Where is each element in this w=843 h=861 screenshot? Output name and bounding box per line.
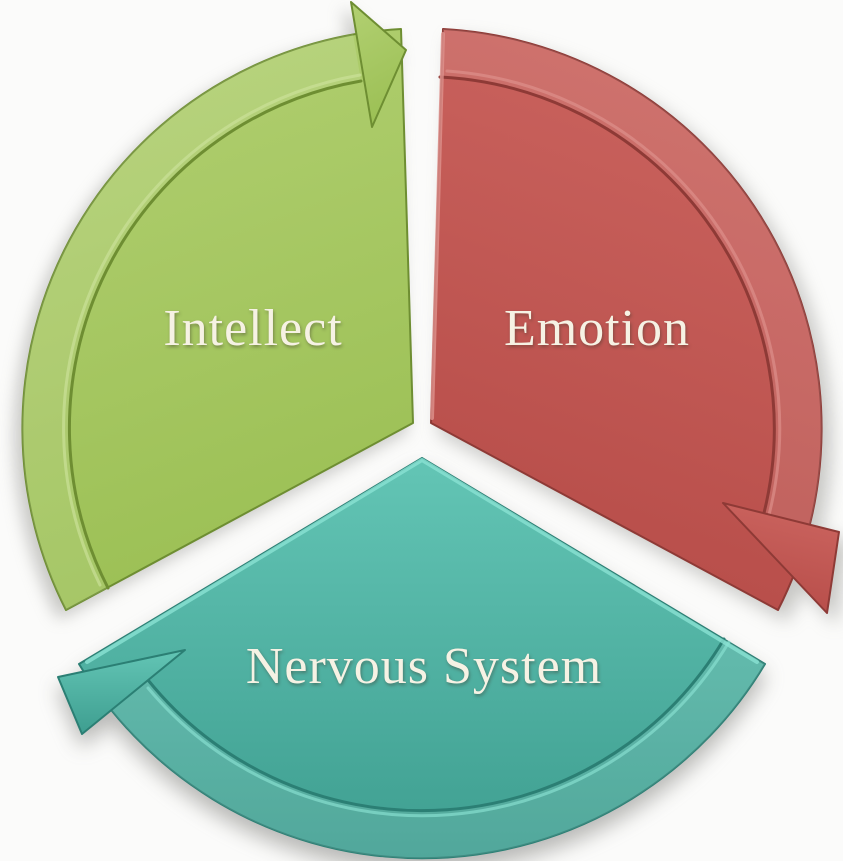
emotion-wedge bbox=[430, 28, 823, 611]
emotion-band-line bbox=[438, 75, 776, 515]
nervous-system-band-highlight bbox=[146, 640, 731, 818]
intellect-rim-band bbox=[22, 34, 361, 610]
emotion-label: Emotion bbox=[504, 300, 690, 357]
nervous-system-label: Nervous System bbox=[246, 638, 602, 695]
nervous-system-band-line bbox=[146, 637, 726, 813]
emotion-band-highlight bbox=[445, 69, 782, 517]
intellect-band-line bbox=[67, 79, 363, 590]
nervous-system-apex-highlight bbox=[85, 458, 759, 664]
intellect-band-highlight bbox=[62, 73, 362, 587]
emotion-arrowhead-icon bbox=[722, 502, 840, 614]
nervous-system-wedge bbox=[78, 457, 766, 860]
segment-nervous-system: Nervous System bbox=[57, 457, 766, 860]
intellect-wedge bbox=[21, 28, 414, 611]
nervous-system-arrowhead-icon bbox=[57, 649, 186, 735]
segment-emotion: Emotion bbox=[430, 28, 840, 614]
segment-intellect: Intellect bbox=[21, 1, 414, 611]
intellect-arrowhead-icon bbox=[350, 1, 407, 128]
nervous-system-rim-band bbox=[111, 639, 765, 859]
emotion-left-edge-highlight bbox=[430, 32, 445, 420]
intellect-label: Intellect bbox=[163, 300, 342, 357]
